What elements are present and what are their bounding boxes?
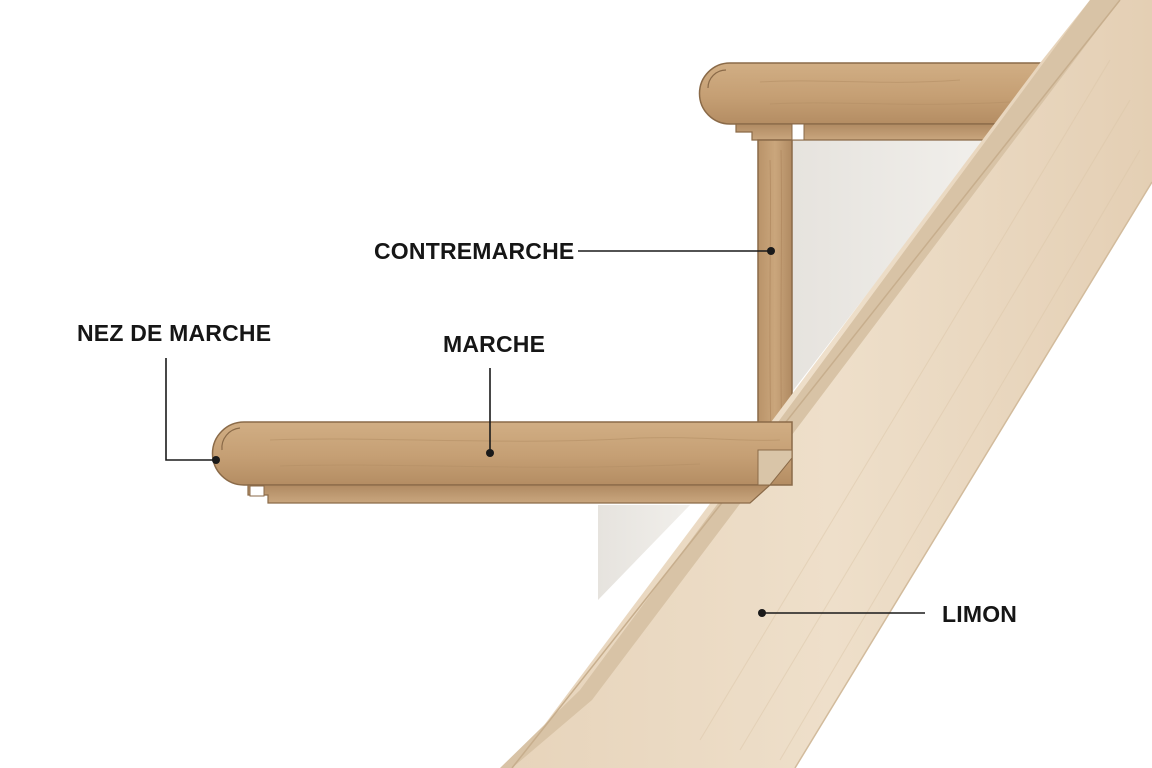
dot-nez-de-marche (212, 456, 220, 464)
callout-nez-de-marche: NEZ DE MARCHE (77, 320, 271, 464)
stringer-grain (699, 59, 1141, 761)
label-contremarche: CONTREMARCHE (374, 238, 574, 264)
stringer-top-edge (500, 0, 1120, 768)
riser-grain (769, 149, 783, 446)
label-marche: MARCHE (443, 331, 545, 357)
dot-contremarche (767, 247, 775, 255)
lower-back-wall (598, 505, 690, 600)
stringer-edge-line (511, 0, 1121, 768)
stringer-inner-line (794, 181, 1152, 768)
upper-tread-grain (759, 79, 1011, 105)
upper-tread (698, 62, 1043, 141)
lower-tread-groove (249, 485, 265, 497)
leader-nez-de-marche (165, 358, 216, 461)
upper-tread-underside (735, 123, 1001, 141)
riser-foot-block (757, 449, 793, 486)
dot-marche (486, 449, 494, 457)
stringer (500, 0, 1152, 768)
label-limon: LIMON (942, 601, 1017, 627)
riser-top-tongue (791, 123, 805, 141)
dot-limon (758, 609, 766, 617)
lower-tread-underside (247, 484, 772, 504)
upper-tread-body (698, 62, 1043, 125)
callout-marche: MARCHE (443, 331, 545, 457)
lower-tread-grain (269, 437, 781, 468)
callout-limon: LIMON (758, 601, 1017, 627)
riser (757, 123, 805, 451)
lower-tread (211, 421, 793, 504)
callout-contremarche: CONTREMARCHE (374, 238, 775, 264)
lower-tread-body (211, 421, 793, 486)
label-nez-de-marche: NEZ DE MARCHE (77, 320, 271, 346)
upper-nose-profile (707, 69, 727, 89)
lower-nose-profile (221, 427, 241, 451)
